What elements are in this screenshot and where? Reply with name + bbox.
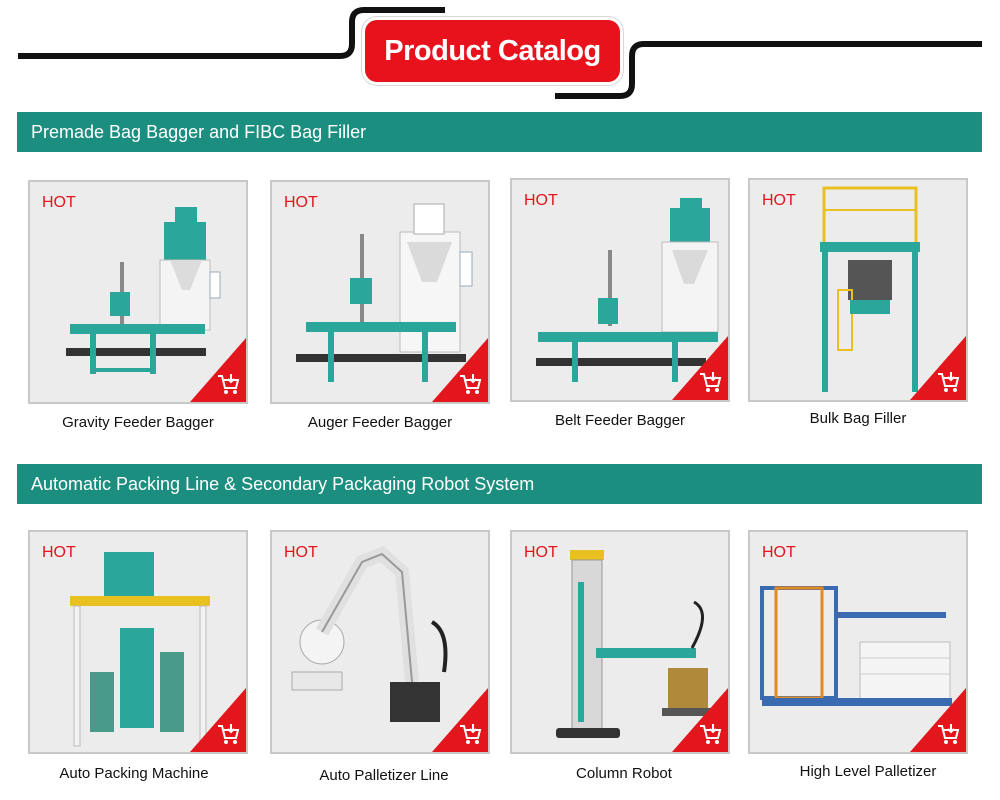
product-image — [272, 532, 488, 752]
product-name[interactable]: Auger Feeder Bagger — [307, 414, 453, 431]
hot-badge: HOT — [42, 194, 76, 211]
high-level-palletizer-illustration — [760, 586, 952, 706]
shopping-cart-icon[interactable] — [936, 722, 960, 746]
product-card-column-robot[interactable]: HOT — [510, 530, 730, 754]
product-card-auto-palletizer-line[interactable]: HOT — [270, 530, 490, 754]
hot-badge: HOT — [524, 544, 558, 561]
product-card-auger-feeder-bagger[interactable]: HOT — [270, 180, 490, 404]
gravity-feeder-bagger-illustration — [66, 207, 221, 374]
section-header-robot-system: Automatic Packing Line & Secondary Packa… — [17, 464, 982, 504]
shopping-cart-icon[interactable] — [216, 722, 240, 746]
hot-badge: HOT — [284, 194, 318, 211]
shopping-cart-icon[interactable] — [698, 722, 722, 746]
product-card-belt-feeder-bagger[interactable]: HOT — [510, 178, 730, 402]
product-name[interactable]: Column Robot — [576, 765, 672, 782]
product-name[interactable]: Belt Feeder Bagger — [554, 412, 686, 429]
product-image — [512, 180, 728, 400]
hot-badge: HOT — [42, 544, 76, 561]
belt-feeder-bagger-illustration — [536, 198, 719, 382]
product-card-high-level-palletizer[interactable]: HOT — [748, 530, 968, 754]
product-card-auto-packing-machine[interactable]: HOT — [28, 530, 248, 754]
section-title: Automatic Packing Line & Secondary Packa… — [31, 473, 535, 494]
product-name[interactable]: High Level Palletizer — [799, 763, 937, 780]
auger-feeder-bagger-illustration — [296, 203, 473, 382]
shopping-cart-icon[interactable] — [698, 370, 722, 394]
auto-packing-machine-illustration — [70, 552, 210, 747]
page-title: Product Catalog — [384, 34, 601, 67]
product-name[interactable]: Bulk Bag Filler — [809, 410, 907, 427]
bulk-bag-filler-illustration — [820, 186, 920, 392]
header-decoration — [18, 7, 982, 99]
hot-badge: HOT — [284, 544, 318, 561]
product-name[interactable]: Auto Packing Machine — [59, 765, 209, 782]
product-card-bulk-bag-filler[interactable]: HOT — [748, 178, 968, 402]
product-image — [30, 182, 246, 402]
product-name[interactable]: Auto Palletizer Line — [319, 767, 449, 784]
hot-badge: HOT — [762, 192, 796, 209]
hot-badge: HOT — [762, 544, 796, 561]
product-name[interactable]: Gravity Feeder Bagger — [62, 414, 214, 431]
product-card-gravity-feeder-bagger[interactable]: HOT — [28, 180, 248, 404]
hot-badge: HOT — [524, 192, 558, 209]
shopping-cart-icon[interactable] — [936, 370, 960, 394]
shopping-cart-icon[interactable] — [458, 722, 482, 746]
shopping-cart-icon[interactable] — [216, 372, 240, 396]
auto-palletizer-line-illustration — [291, 545, 448, 722]
shopping-cart-icon[interactable] — [458, 372, 482, 396]
section-header-bagger: Premade Bag Bagger and FIBC Bag Filler — [17, 112, 982, 152]
page-title-badge: Product Catalog — [365, 20, 620, 82]
section-title: Premade Bag Bagger and FIBC Bag Filler — [31, 121, 367, 142]
